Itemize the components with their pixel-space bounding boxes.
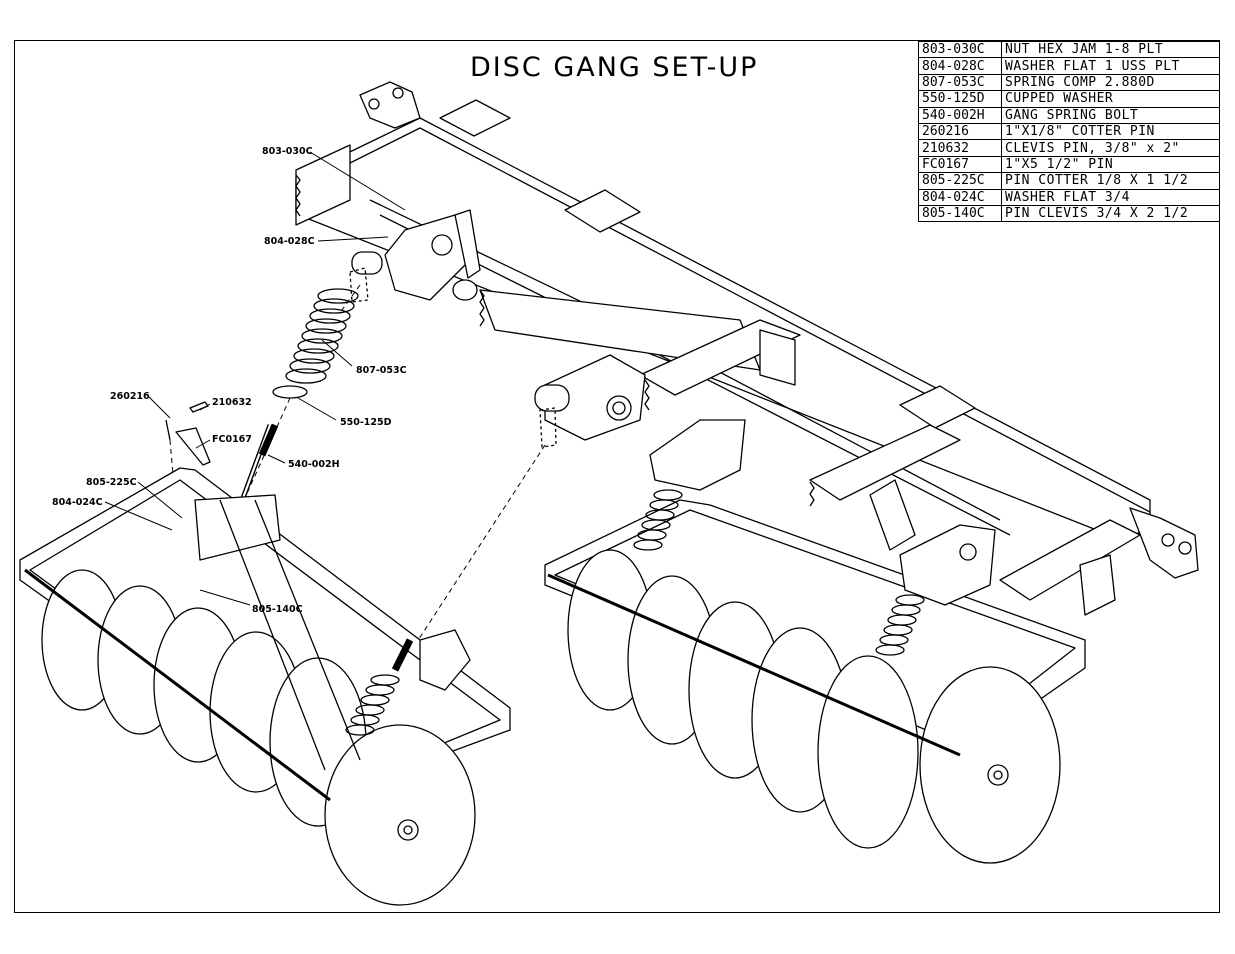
cupped-washer-550-125d <box>272 385 308 399</box>
callout-540-002h: 540-002H <box>288 459 340 470</box>
part-description-cell: GANG SPRING BOLT <box>1001 106 1220 124</box>
callout-leaders <box>104 151 406 606</box>
part-description-cell: PIN CLEVIS 3/4 X 2 1/2 <box>1001 204 1220 223</box>
part-description-cell: SPRING COMP 2.880D <box>1001 73 1220 92</box>
drawing-title: DISC GANG SET-UP <box>470 52 759 83</box>
callout-fc0167: FC0167 <box>212 434 252 445</box>
callout-550-125d: 550-125D <box>340 417 392 428</box>
callout-807-053c: 807-053C <box>356 365 407 376</box>
part-number-cell: 540-002H <box>918 106 1002 124</box>
part-number-cell: 550-125D <box>918 90 1002 108</box>
callout-803-030c: 803-030C <box>262 146 313 157</box>
callout-210632: 210632 <box>212 397 252 408</box>
right-disc-gang <box>544 419 1086 864</box>
rear-hanger-bracket <box>534 354 646 448</box>
left-disc-gang <box>19 467 511 906</box>
callout-805-225c: 805-225C <box>86 477 137 488</box>
part-number-cell: FC0167 <box>918 155 1002 174</box>
callout-804-028c: 804-028C <box>264 236 315 247</box>
callout-260216: 260216 <box>110 391 150 402</box>
part-description-cell: WASHER FLAT 1 USS PLT <box>1001 57 1220 75</box>
callout-805-140c: 805-140C <box>252 604 303 615</box>
part-number-cell: 260216 <box>918 122 1002 141</box>
part-description-cell: WASHER FLAT 3/4 <box>1001 188 1220 206</box>
drawing-border <box>14 40 1220 913</box>
exploded-spring-807-053c <box>285 288 359 384</box>
part-number-cell: 803-030C <box>918 40 1002 59</box>
callout-labels: 803-030C 804-028C 807-053C 550-125D 2602… <box>52 146 407 615</box>
pins-group <box>165 401 211 466</box>
callout-804-024c: 804-024C <box>52 497 103 508</box>
main-frame <box>295 81 1199 616</box>
part-description-cell: CLEVIS PIN, 3/8" x 2" <box>1001 139 1220 157</box>
part-number-cell: 805-140C <box>918 204 1002 223</box>
front-hanger-bracket <box>349 209 481 303</box>
